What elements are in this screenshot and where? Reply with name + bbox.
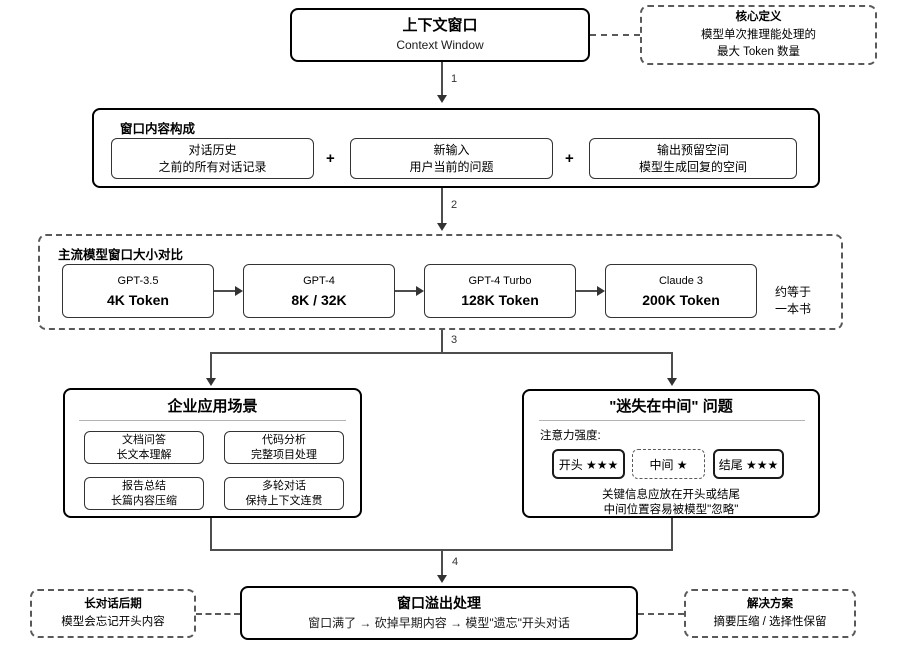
model-arrow-3-head [597,286,605,296]
gpt35-size: 4K Token [107,291,169,308]
node-gpt4: GPT-4 8K / 32K [243,264,395,318]
solution-subtitle: 摘要压缩 / 选择性保留 [713,616,827,629]
node-doc-qa: 文档问答 长文本理解 [84,431,204,464]
callout-late-conversation: 长对话后期 模型会忘记开头内容 [30,589,196,638]
arrow-2-head [437,223,447,231]
connector-late-conversation-line [196,613,240,615]
model-arrow-3-line [576,290,597,292]
node-attention-end: 结尾 ★★★ [713,449,784,479]
late-conversation-title: 长对话后期 [84,598,142,611]
scenarios-divider [79,420,346,421]
model-arrow-1-head [235,286,243,296]
node-code-analysis: 代码分析 完整项目处理 [224,431,344,464]
node-new-input: 新输入 用户当前的问题 [350,138,553,179]
step-2-label: 2 [451,199,458,211]
node-report-summary: 报告总结 长篇内容压缩 [84,477,204,510]
node-multiturn-dialog: 多轮对话 保持上下文连贯 [224,477,344,510]
gpt4-turbo-size: 128K Token [461,291,539,308]
core-definition-line1: 模型单次推理能处理的 [701,29,816,42]
composition-label: 窗口内容构成 [120,122,196,136]
solution-title: 解决方案 [747,598,793,611]
multiturn-dialog-title: 多轮对话 [262,479,306,492]
model-arrow-2-line [395,290,416,292]
gpt4-size: 8K / 32K [291,291,347,308]
context-window-title: 上下文窗口 [402,16,478,34]
late-conversation-subtitle: 模型会忘记开头内容 [61,616,165,629]
arrow-1-line [441,62,443,95]
code-analysis-subtitle: 完整项目处理 [251,448,317,461]
model-comparison-label: 主流模型窗口大小对比 [58,248,184,262]
node-context-window: 上下文窗口 Context Window [290,8,590,62]
gpt35-name: GPT-3.5 [117,275,159,288]
step-3-label: 3 [451,334,458,346]
callout-solution: 解决方案 摘要压缩 / 选择性保留 [684,589,856,638]
doc-qa-title: 文档问答 [122,433,166,446]
book-equivalent-note: 约等于 一本书 [764,284,822,318]
overflow-title: 窗口溢出处理 [397,595,481,611]
section-enterprise-scenarios: 企业应用场景 文档问答 长文本理解 代码分析 完整项目处理 报告总结 长篇内容压… [63,388,362,518]
dialog-history-title: 对话历史 [188,142,237,157]
lost-in-middle-divider [539,420,805,421]
lost-in-middle-title: "迷失在中间" 问题 [609,398,733,415]
node-output-reserve: 输出预留空间 模型生成回复的空间 [589,138,797,179]
node-gpt4-turbo: GPT-4 Turbo 128K Token [424,264,576,318]
lost-in-middle-note1: 关键信息应放在开头或结尾 [602,489,740,501]
dialog-history-subtitle: 之前的所有对话记录 [158,159,267,174]
claude3-name: Claude 3 [658,275,704,288]
model-arrow-1-line [214,290,235,292]
arrow-1-head [437,95,447,103]
enterprise-scenarios-title: 企业应用场景 [167,398,258,415]
multiturn-dialog-subtitle: 保持上下文连贯 [245,494,323,507]
core-definition-title: 核心定义 [735,11,782,24]
node-overflow-handling: 窗口溢出处理 窗口满了 → 砍掉早期内容 → 模型"遗忘"开头对话 [240,586,638,640]
gpt4-turbo-name: GPT-4 Turbo [468,275,532,288]
node-gpt35: GPT-3.5 4K Token [62,264,214,318]
connector-definition-line [590,34,640,36]
connector-solution-line [638,613,684,615]
node-claude3: Claude 3 200K Token [605,264,757,318]
plus-sign-2: + [565,150,574,167]
arrow-4-line [441,549,443,575]
step-1-label: 1 [451,73,458,85]
doc-qa-subtitle: 长文本理解 [116,448,172,461]
new-input-title: 新输入 [433,142,470,157]
node-dialog-history: 对话历史 之前的所有对话记录 [111,138,314,179]
attention-strength-label: 注意力强度: [540,430,601,442]
core-definition-line2: 最大 Token 数量 [716,45,801,58]
node-attention-middle: 中间 ★ [632,449,705,479]
split-right-head [667,378,677,386]
code-analysis-title: 代码分析 [262,433,306,446]
node-attention-start: 开头 ★★★ [552,449,625,479]
section-lost-in-middle: "迷失在中间" 问题 注意力强度: 开头 ★★★ 中间 ★ 结尾 ★★★ 关键信… [522,389,820,518]
context-window-subtitle: Context Window [396,38,484,53]
report-summary-title: 报告总结 [122,479,166,492]
split-right-line [671,352,673,378]
plus-sign-1: + [326,150,335,167]
split-left-line [210,352,212,378]
arrow-2-line [441,188,443,223]
split-stem-line [441,330,443,353]
gpt4-name: GPT-4 [303,275,335,288]
split-cross-line [210,352,673,354]
new-input-subtitle: 用户当前的问题 [409,159,494,174]
split-left-head [206,378,216,386]
lost-in-middle-note2: 中间位置容易被模型"忽略" [603,504,739,516]
output-reserve-subtitle: 模型生成回复的空间 [638,159,747,174]
claude3-size: 200K Token [642,291,720,308]
merge-right-line [671,518,673,551]
output-reserve-title: 输出预留空间 [656,142,729,157]
book-note-line2: 一本书 [774,301,811,316]
book-note-line1: 约等于 [774,285,811,299]
arrow-4-head [437,575,447,583]
model-arrow-2-head [416,286,424,296]
overflow-subtitle: 窗口满了 → 砍掉早期内容 → 模型"遗忘"开头对话 [308,616,570,631]
callout-core-definition: 核心定义 模型单次推理能处理的 最大 Token 数量 [640,5,877,65]
merge-left-line [210,518,212,551]
report-summary-subtitle: 长篇内容压缩 [111,494,177,507]
step-4-label: 4 [452,556,459,568]
